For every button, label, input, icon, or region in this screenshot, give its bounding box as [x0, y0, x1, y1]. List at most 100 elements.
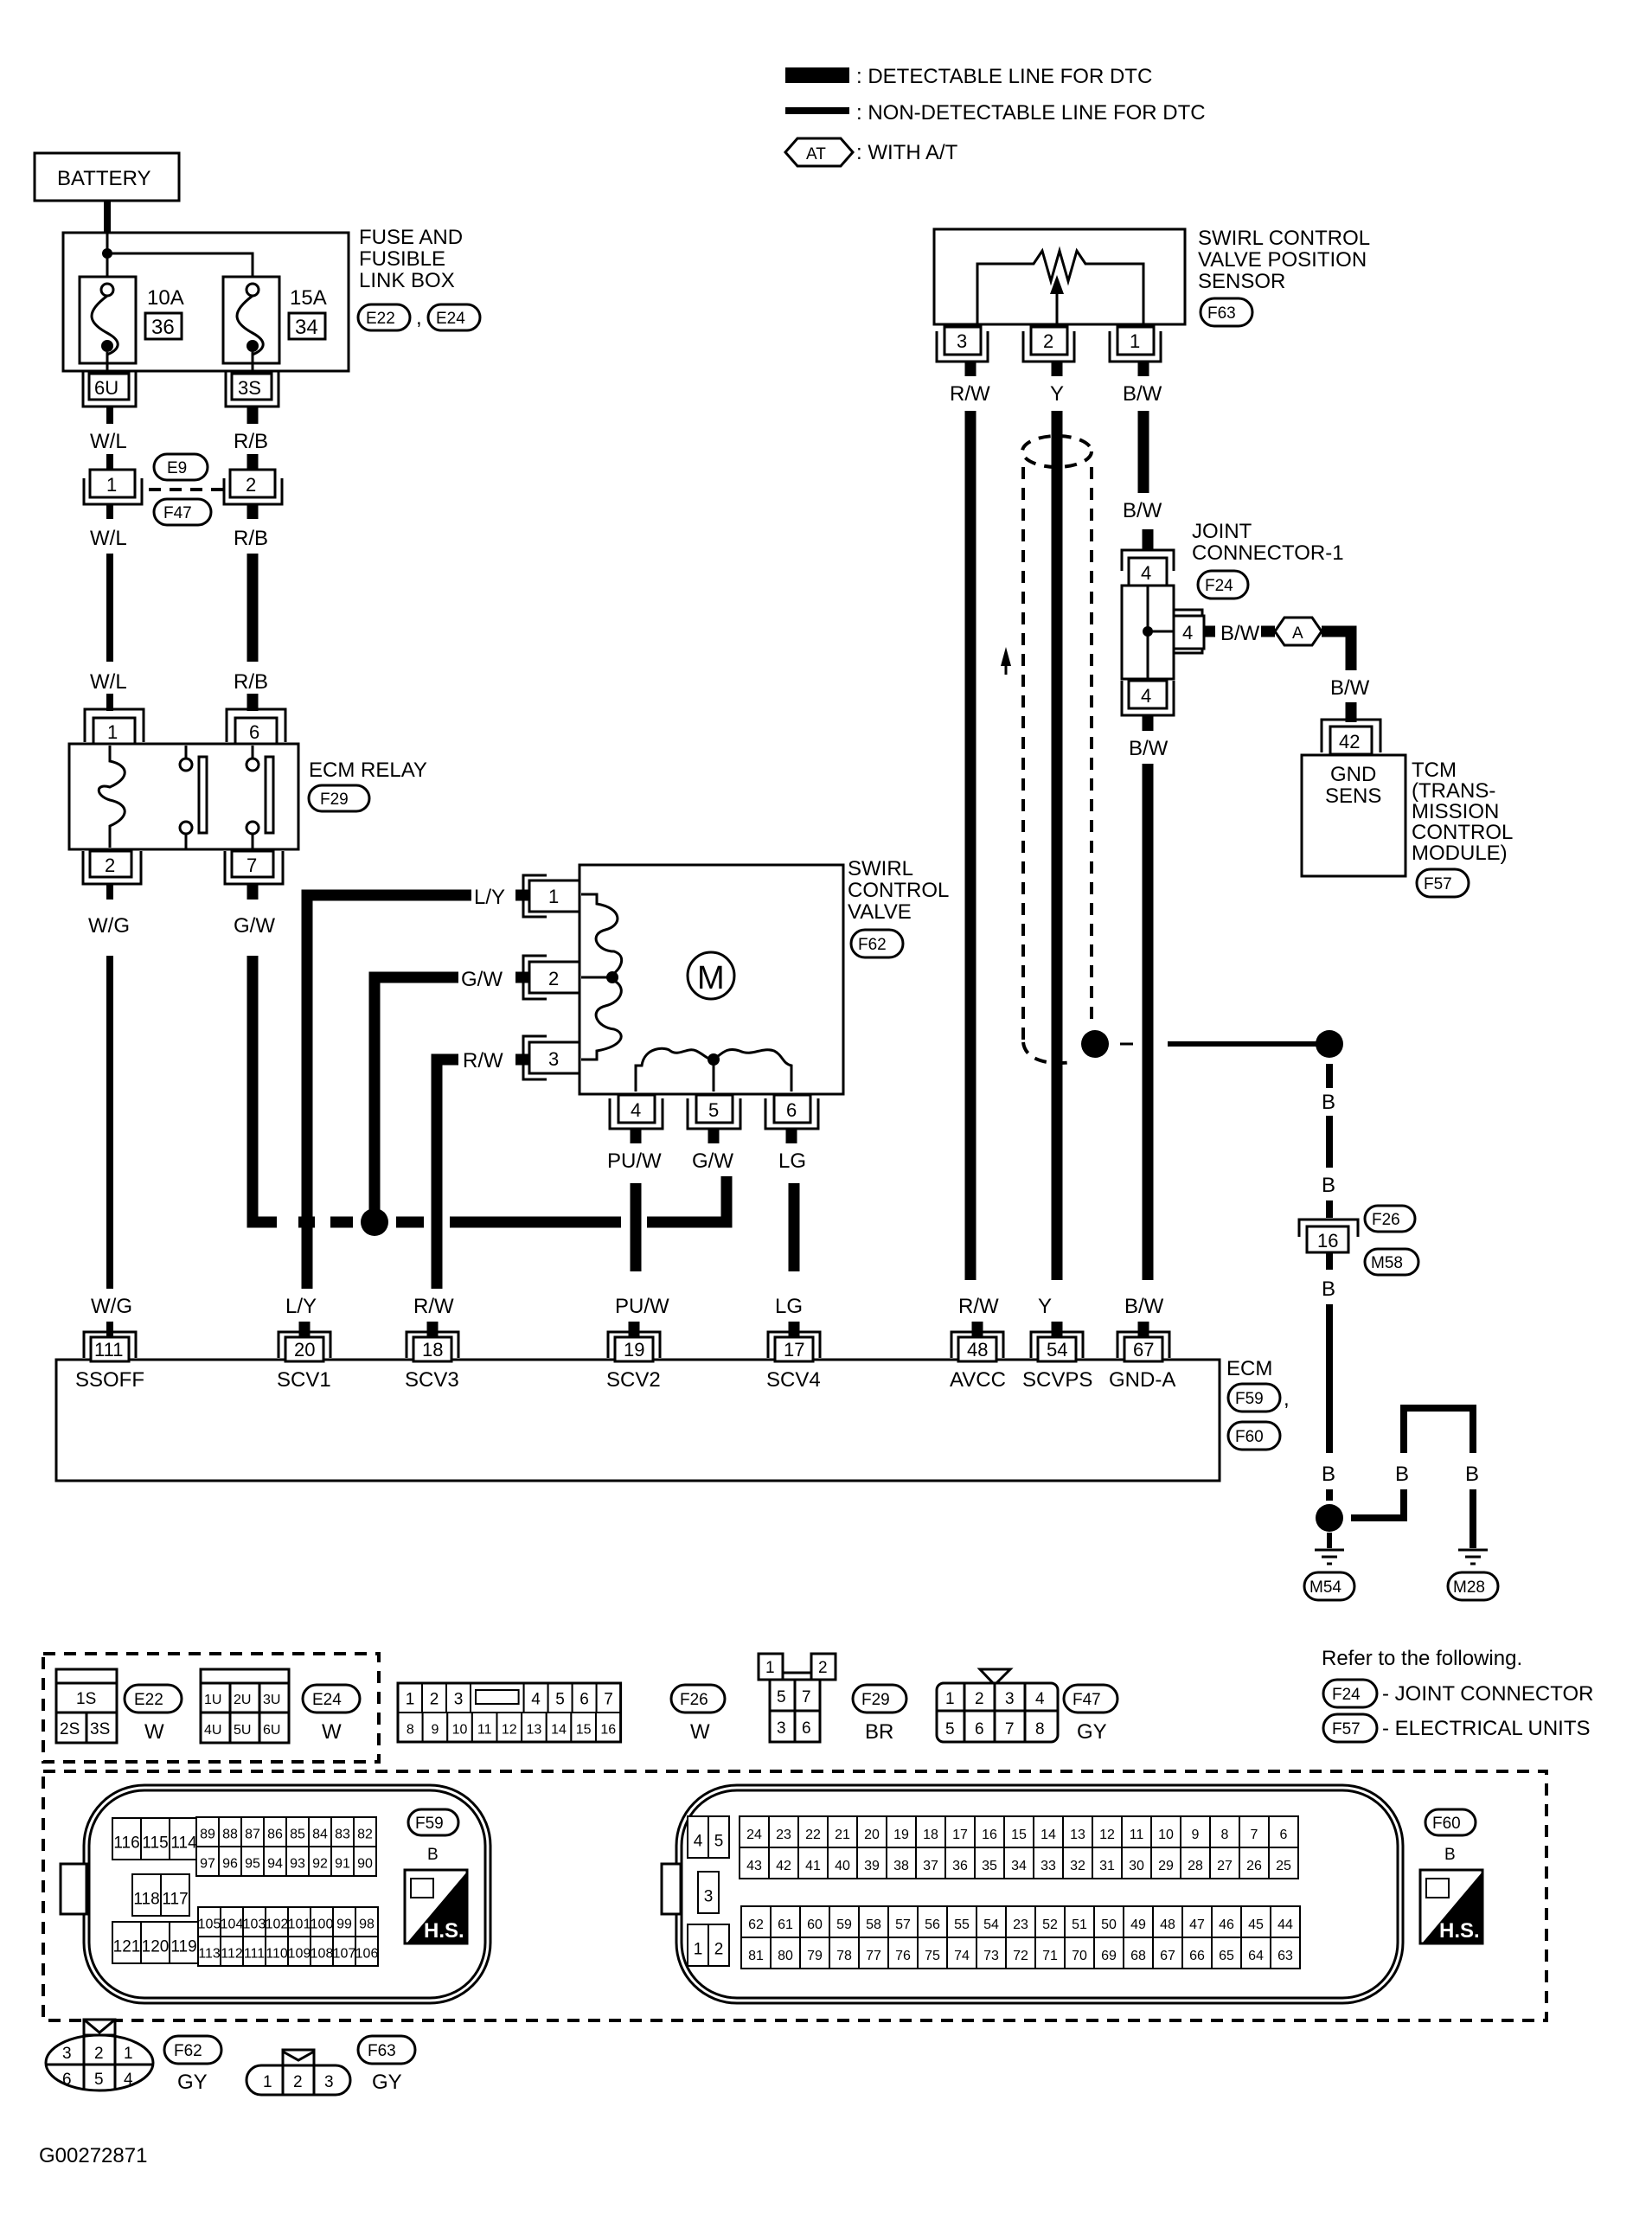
pin-cell: 100	[310, 1906, 334, 1937]
pin-label: 1	[1130, 330, 1140, 352]
pin-label: 5	[945, 1720, 955, 1738]
pin-label: 101	[288, 1917, 311, 1931]
figure-id: G00272871	[39, 2144, 147, 2167]
pin-cell: 67	[1152, 1937, 1183, 1969]
ecm-terminals: W/G111SSOFFL/Y20SCV1R/W18SCV3PU/W19SCV2L…	[75, 1295, 1175, 1392]
legend-detectable-swatch	[785, 67, 849, 83]
pin-cell: 17	[944, 1815, 976, 1848]
pin-label: 25	[1276, 1859, 1291, 1873]
pin-label: 3	[454, 1690, 464, 1708]
pin-label: 35	[982, 1859, 997, 1873]
pin-label: 6	[802, 1719, 811, 1738]
wire-color-label: R/W	[950, 382, 990, 406]
connector-f26-m58: 16 F26 M58	[1297, 1204, 1420, 1277]
pin-label: 51	[1072, 1917, 1087, 1932]
pin-cell: 58	[858, 1905, 889, 1938]
pin-cell: 2	[421, 1682, 447, 1713]
relay-switch-icon	[197, 755, 208, 835]
wire-color-label: B/W	[1129, 737, 1169, 760]
wire-color-label: R/W	[958, 1295, 999, 1318]
pin-cell: 13	[521, 1712, 547, 1743]
pin-cell: 26	[1239, 1847, 1270, 1879]
connector-color: W	[322, 1720, 342, 1744]
fuse-number: 36	[151, 316, 175, 339]
pin-label: 38	[893, 1859, 909, 1873]
shield-wire	[1021, 434, 1343, 1066]
pin-label: 6	[975, 1720, 984, 1738]
pin-label: 2	[818, 1659, 828, 1677]
wire-color-label: B/W	[1220, 622, 1260, 645]
pin-label: 83	[335, 1827, 350, 1841]
ground-m54: M54	[1303, 1548, 1356, 1602]
ground-splice-dot	[1316, 1504, 1343, 1532]
pin-label: 5	[555, 1690, 565, 1708]
hs-label: H.S.	[424, 1919, 464, 1943]
pin-5: 5	[686, 1093, 742, 1130]
connector-color: GY	[177, 2071, 208, 2094]
pin-label: 65	[1219, 1949, 1234, 1963]
joint-connector-1: 4 4 4	[1120, 548, 1206, 717]
refer-note: Refer to the following. F24 - JOINT CONN…	[1322, 1647, 1593, 1744]
pin-cell: 43	[739, 1847, 770, 1879]
potentiometer-icon	[976, 246, 1145, 324]
pin-cell: 56	[917, 1905, 948, 1938]
pin-cell: 42	[768, 1847, 799, 1879]
pin-label: 93	[290, 1856, 305, 1871]
pin-cell: 15	[570, 1712, 597, 1743]
pin-cell: 20	[856, 1815, 887, 1848]
pin-label: 108	[311, 1946, 334, 1961]
connector-code: F60	[1432, 1815, 1461, 1833]
wire-color-label: W/L	[90, 670, 127, 694]
shield-ground-dot	[1081, 1030, 1109, 1058]
pin-cell: 49	[1123, 1905, 1154, 1938]
pin-label: 100	[311, 1917, 334, 1931]
pin-label: 30	[1129, 1859, 1144, 1873]
pin-cell: 5	[708, 1815, 730, 1859]
pin-label: 27	[1217, 1859, 1233, 1873]
swirl-valve-title: SWIRL	[848, 857, 913, 880]
pin-cell: 14	[545, 1712, 573, 1743]
fuse-rating: 10A	[147, 286, 184, 310]
pin-label: 61	[778, 1917, 793, 1932]
pin-cell: 106	[355, 1936, 379, 1967]
pin-cell: 96	[218, 1846, 242, 1877]
pin-label: 36	[952, 1859, 968, 1873]
pin-label: 1	[945, 1690, 955, 1708]
pin-label: 110	[266, 1946, 288, 1961]
pin-cell: 15	[1003, 1815, 1034, 1848]
connector-view-e22: 1S 2S 3S E22 W	[54, 1668, 183, 1745]
pin-cell: 64	[1240, 1937, 1271, 1969]
connector-code: F59	[1235, 1390, 1264, 1408]
pin-label: 48	[967, 1339, 988, 1360]
pin-6: 6	[764, 1093, 820, 1130]
pin-cell: 1	[397, 1682, 423, 1713]
pin-label: 94	[267, 1856, 283, 1871]
pin-cell: 37	[915, 1847, 946, 1879]
wire-color-label: G/W	[234, 914, 275, 938]
pin-1: 1	[522, 874, 581, 919]
relay-coil-icon	[97, 746, 126, 848]
pin-label: 69	[1101, 1949, 1117, 1963]
pin-label: 2	[94, 2045, 104, 2063]
connector-code: F63	[368, 2042, 396, 2060]
pin-label: 1	[694, 1941, 703, 1959]
pin-label: 15	[1011, 1828, 1027, 1842]
connector-code: F26	[1372, 1211, 1400, 1229]
ecm-connector-group	[42, 1770, 1548, 2022]
connector-code: F62	[858, 936, 887, 954]
pin-2: 2	[522, 954, 581, 1001]
pin-cell: 79	[799, 1937, 830, 1969]
fuse-box-title: FUSE AND	[359, 226, 463, 249]
pin-label: 84	[312, 1827, 328, 1841]
pin-label: 12	[502, 1722, 517, 1737]
pin-label: 114	[170, 1834, 197, 1853]
pin-label: 48	[1160, 1917, 1175, 1932]
pin-cell: 91	[330, 1846, 355, 1877]
pin-label: 88	[222, 1827, 238, 1841]
fuse-icon	[99, 282, 115, 298]
wire-color-label: G/W	[461, 968, 503, 991]
pin-cell: 35	[974, 1847, 1005, 1879]
pin-cell: 10	[1150, 1815, 1181, 1848]
pin-cell: 105	[197, 1906, 221, 1937]
pin-label: 16	[1317, 1230, 1338, 1252]
